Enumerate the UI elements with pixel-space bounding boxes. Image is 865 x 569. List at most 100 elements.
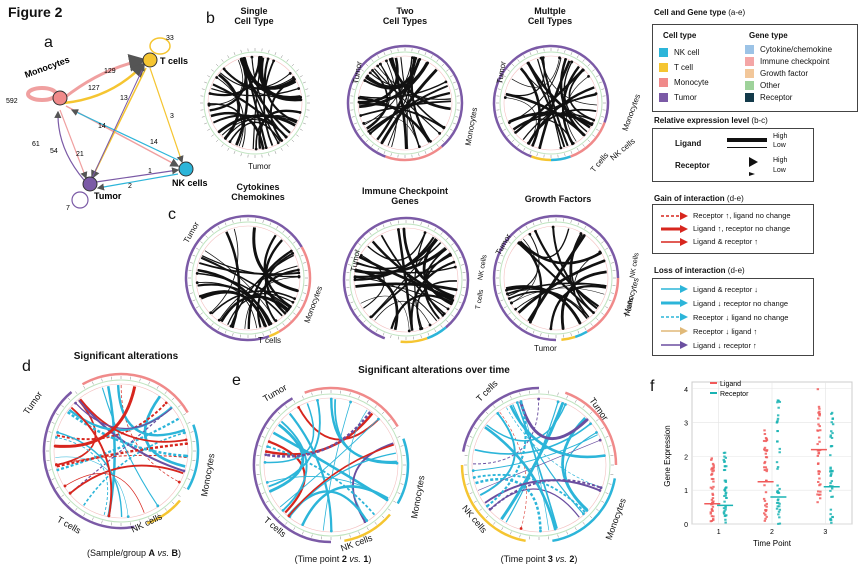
- chord-c1: [184, 214, 312, 342]
- chord-arrowhead: [507, 297, 511, 300]
- loss-arrow: [661, 285, 688, 293]
- gene-tick: [297, 306, 301, 309]
- gene-tick: [582, 59, 585, 62]
- gene-tick: [540, 332, 542, 337]
- d-caption-b: B: [171, 548, 179, 558]
- gene-tick: [101, 378, 103, 382]
- gene-tick: [190, 469, 194, 471]
- gene-tick: [75, 391, 78, 395]
- gene-tick: [519, 392, 521, 396]
- gene-tick: [584, 225, 587, 229]
- gene-tick: [353, 308, 357, 311]
- gene-tick: [424, 52, 427, 56]
- gene-tick: [577, 330, 580, 334]
- chord-arrowhead: [515, 401, 519, 405]
- gene-tick: [189, 262, 194, 264]
- ligand-high: High: [773, 133, 788, 140]
- gene-tick: [595, 128, 599, 131]
- f-point: [778, 451, 781, 454]
- chord-arrowhead: [551, 225, 555, 229]
- gene-tick: [75, 507, 78, 511]
- chord-link: [265, 403, 315, 464]
- chord-link: [377, 65, 451, 100]
- gene-tick: [501, 399, 504, 403]
- chord-link: [563, 61, 588, 133]
- f-point: [763, 519, 767, 522]
- legend-loss-title: Loss of interaction (d-e): [654, 266, 745, 275]
- gene-tick: [469, 492, 473, 494]
- chord-arrowhead: [507, 121, 511, 124]
- e-caption-right-vs: vs.: [552, 554, 570, 564]
- gene-tick: [436, 144, 439, 147]
- gene-tick: [503, 247, 507, 250]
- f-point: [723, 488, 727, 491]
- gene-tick: [584, 327, 587, 331]
- gene-tick: [564, 153, 566, 157]
- gene-tick: [258, 445, 262, 447]
- f-point: [778, 522, 782, 525]
- gene-tick: [276, 225, 279, 229]
- gene-tick: [164, 391, 167, 395]
- chord-arrowhead: [195, 271, 199, 275]
- panel-c-label: c: [168, 206, 176, 223]
- chord-link: [230, 254, 295, 327]
- gene-tick: [217, 225, 220, 229]
- gene-tick: [101, 520, 103, 524]
- gene-tick: [382, 224, 385, 228]
- f-point: [711, 487, 714, 490]
- ligand-high-line: [727, 138, 767, 142]
- gene-tick: [485, 411, 489, 415]
- sector-arc-monocytes: [564, 391, 618, 466]
- gene-tick: [557, 534, 559, 538]
- e-caption-left-b: 1: [363, 554, 369, 564]
- chord-link: [198, 262, 299, 276]
- gene-tick: [610, 292, 615, 294]
- gene-tick: [83, 513, 86, 517]
- gene-tick: [446, 237, 449, 240]
- gene-tick: [381, 515, 385, 519]
- f-point: [710, 477, 714, 480]
- gene-type-swatch: [745, 56, 754, 66]
- chord-link: [197, 268, 271, 325]
- gene-tick: [466, 483, 470, 485]
- f-point: [817, 451, 821, 454]
- gene-ring: [259, 393, 403, 537]
- chord-link: [409, 57, 432, 142]
- chord-link: [369, 84, 449, 135]
- e-caption-left-post: ): [368, 554, 372, 564]
- chord-link: [358, 57, 399, 104]
- f-point: [777, 510, 781, 513]
- gene-tick: [297, 247, 301, 250]
- f-ylabel: Gene Expression: [663, 425, 672, 486]
- cell-type-swatch: [659, 48, 668, 57]
- gene-tick: [358, 531, 360, 535]
- chord-arrowhead: [537, 397, 541, 401]
- f-point: [776, 399, 780, 402]
- gene-tick: [211, 134, 214, 137]
- chord-arrowhead: [217, 130, 221, 134]
- gene-tick: [446, 134, 449, 137]
- chord-link: [477, 439, 601, 491]
- loss-arrow: [661, 313, 688, 321]
- chord-arrowhead: [471, 469, 475, 473]
- gain-arrow: [661, 237, 688, 246]
- edge-nk-mono: [70, 109, 179, 161]
- chord-arrowhead: [397, 228, 400, 231]
- gene-tick: [171, 501, 175, 505]
- gene-tick: [92, 381, 94, 385]
- chord-link: [69, 464, 184, 494]
- f-point: [725, 486, 728, 489]
- chord-link: [101, 387, 159, 507]
- gene-type-head: Gene type: [749, 31, 788, 40]
- gene-tick: [351, 116, 355, 118]
- loss-label: Receptor ↓ ligand ↑: [693, 326, 758, 336]
- f-point: [765, 468, 769, 471]
- chord-link: [515, 283, 607, 310]
- chord-arrowhead: [423, 231, 427, 235]
- label-nk-cells: NK cells: [172, 178, 208, 188]
- gene-tick: [361, 134, 364, 137]
- gene-tick: [455, 308, 459, 311]
- edge-label: 3: [170, 113, 174, 120]
- edge-tumor-mono: [54, 110, 85, 181]
